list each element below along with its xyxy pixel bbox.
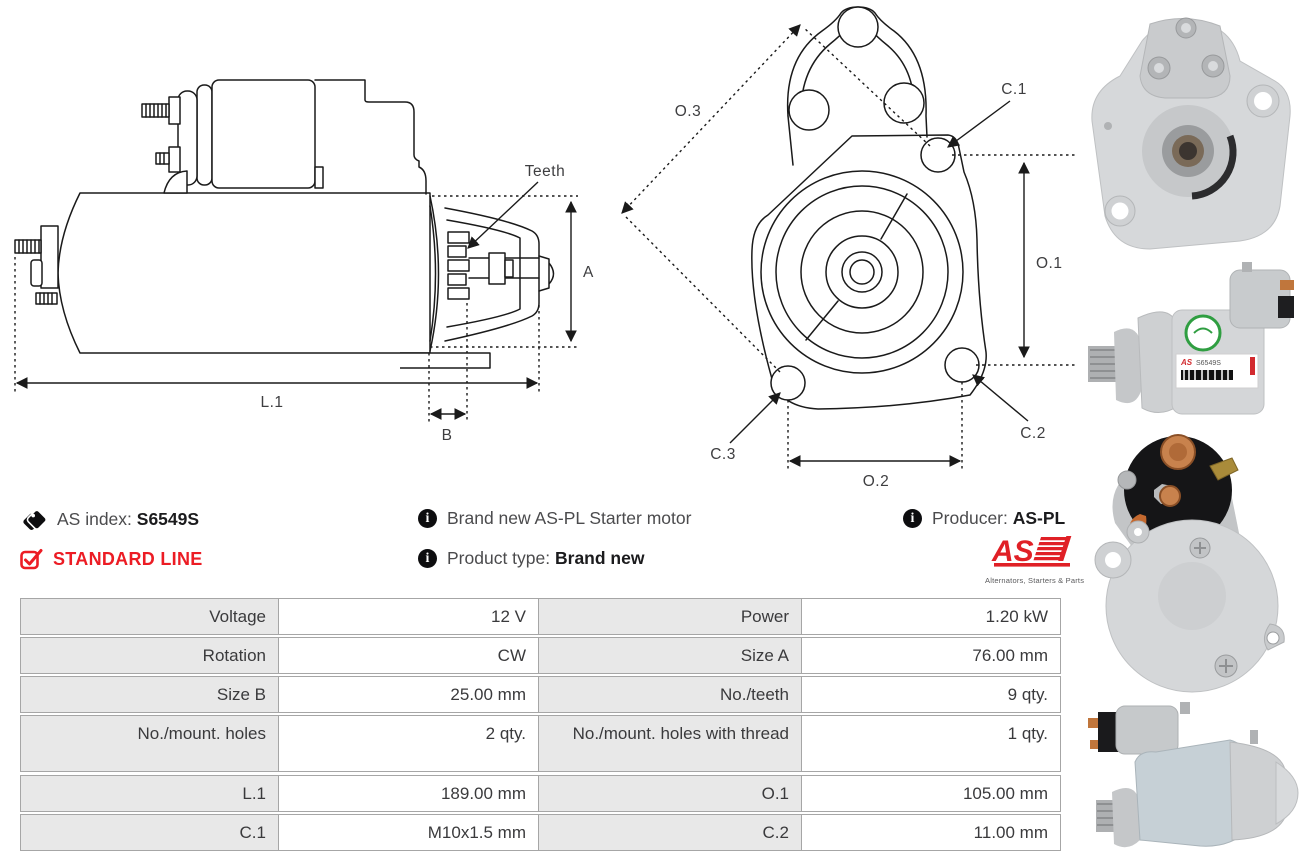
- dimension-o1: O.1: [952, 155, 1076, 365]
- solenoid-outline: [142, 80, 323, 193]
- hole-c1: [921, 138, 955, 172]
- dim-a-label: A: [583, 264, 594, 281]
- drive-housing-top: [315, 80, 426, 194]
- spec-value: CW: [279, 637, 539, 674]
- table-row: L.1 189.00 mm O.1 105.00 mm: [20, 775, 1061, 812]
- table-row: Size B 25.00 mm No./teeth 9 qty.: [20, 676, 1061, 713]
- spec-label: C.2: [539, 814, 802, 851]
- dim-c3-label: C.3: [710, 446, 736, 463]
- dimension-a: A: [430, 196, 594, 347]
- spec-value: 1 qty.: [802, 715, 1061, 772]
- dim-b-label: B: [442, 427, 453, 444]
- side-view-technical-drawing: Teeth A L.1 B: [0, 60, 594, 444]
- dim-o3-label: O.3: [675, 103, 701, 120]
- dimension-o3: O.3: [621, 24, 930, 372]
- spec-label: L.1: [20, 775, 279, 812]
- table-row: C.1 M10x1.5 mm C.2 11.00 mm: [20, 814, 1061, 851]
- as-pl-logo-graphic: AS: [991, 535, 1071, 568]
- spec-label: O.1: [539, 775, 802, 812]
- svg-text:S6549S: S6549S: [1196, 360, 1221, 367]
- dimension-c2: C.2: [972, 374, 1046, 442]
- tags-icon: [23, 509, 47, 530]
- photo-front-illustration: [1091, 17, 1291, 250]
- spec-label: Voltage: [20, 598, 279, 635]
- spec-label: No./mount. holes: [20, 715, 279, 772]
- rear-terminal-stud: [15, 226, 58, 304]
- spec-value: 9 qty.: [802, 676, 1061, 713]
- gear-housing-dome: [788, 7, 927, 165]
- teeth-label: Teeth: [525, 163, 565, 180]
- spec-value: 76.00 mm: [802, 637, 1061, 674]
- photo-side-illustration: AS S6549S: [1088, 262, 1294, 415]
- motor-body-outline: [58, 193, 430, 353]
- dimension-b: B: [429, 303, 467, 444]
- svg-text:AS: AS: [1180, 358, 1193, 367]
- drive-end-bell: [400, 196, 554, 368]
- product-type-row: i Product type: Brand new: [418, 548, 644, 569]
- spec-value: 11.00 mm: [802, 814, 1061, 851]
- as-pl-logo: AS Alternators, Starters & Parts: [985, 534, 1085, 585]
- table-row: Rotation CW Size A 76.00 mm: [20, 637, 1061, 674]
- standard-line-row: STANDARD LINE: [20, 548, 203, 570]
- teeth-annotation: Teeth: [467, 163, 565, 249]
- producer-row: i Producer: AS-PL: [903, 508, 1065, 529]
- product-photo-rear-solenoid[interactable]: [1080, 428, 1299, 698]
- spec-label: Size B: [20, 676, 279, 713]
- spec-table: Voltage 12 V Power 1.20 kW Rotation CW S…: [20, 598, 1061, 853]
- dimension-c3: C.3: [710, 392, 781, 463]
- dim-c1-label: C.1: [1001, 81, 1027, 98]
- description-row: i Brand new AS-PL Starter motor: [418, 508, 691, 529]
- as-pl-logo-tagline: Alternators, Starters & Parts: [985, 576, 1085, 585]
- as-index-text: AS index: S6549S: [57, 509, 199, 530]
- spec-value: 25.00 mm: [279, 676, 539, 713]
- spec-label: No./mount. holes with thread: [539, 715, 802, 772]
- producer-value: AS-PL: [1012, 508, 1066, 528]
- product-type-text: Product type: Brand new: [447, 548, 644, 569]
- producer-label: Producer:: [932, 508, 1008, 528]
- spec-label: Size A: [539, 637, 802, 674]
- svg-text:AS: AS: [991, 535, 1034, 568]
- photo-side2-illustration: [1088, 702, 1299, 848]
- description-text: Brand new AS-PL Starter motor: [447, 508, 692, 528]
- photo-rear-illustration: [1094, 434, 1285, 693]
- spec-value: 105.00 mm: [802, 775, 1061, 812]
- hole-c3: [771, 366, 805, 400]
- spec-value: 12 V: [279, 598, 539, 635]
- hole-c2: [945, 348, 979, 382]
- spec-value: 1.20 kW: [802, 598, 1061, 635]
- as-index-label: AS index:: [57, 509, 132, 529]
- producer-text: Producer: AS-PL: [932, 508, 1065, 529]
- table-row: Voltage 12 V Power 1.20 kW: [20, 598, 1061, 635]
- dimension-c1: C.1: [947, 81, 1027, 148]
- spec-value: 2 qty.: [279, 715, 539, 772]
- info-icon: i: [418, 509, 437, 528]
- spec-label: Rotation: [20, 637, 279, 674]
- info-icon: i: [903, 509, 922, 528]
- table-row: No./mount. holes 2 qty. No./mount. holes…: [20, 715, 1061, 772]
- as-index-row: AS index: S6549S: [20, 508, 199, 531]
- front-view-technical-drawing: O.3 C.1 O.1 C.2 C.3 O.2: [621, 0, 1080, 490]
- info-icon: i: [418, 549, 437, 568]
- dim-o2-label: O.2: [863, 473, 889, 490]
- spec-label: C.1: [20, 814, 279, 851]
- spec-value: M10x1.5 mm: [279, 814, 539, 851]
- dim-o1-label: O.1: [1036, 255, 1062, 272]
- product-photo-side-label[interactable]: AS S6549S: [1080, 258, 1299, 428]
- product-type-label: Product type:: [447, 548, 551, 568]
- product-type-value: Brand new: [555, 548, 645, 568]
- product-photo-front-flange[interactable]: [1080, 6, 1299, 256]
- spec-label: No./teeth: [539, 676, 802, 713]
- dimension-l1: L.1: [15, 257, 539, 411]
- mounting-flange-outline: [752, 135, 986, 409]
- standard-line-label: STANDARD LINE: [53, 548, 203, 569]
- spec-value: 189.00 mm: [279, 775, 539, 812]
- spec-label: Power: [539, 598, 802, 635]
- product-photo-side-2[interactable]: [1080, 700, 1299, 860]
- dim-c2-label: C.2: [1020, 425, 1046, 442]
- dim-l1-label: L.1: [260, 394, 283, 411]
- as-index-value: S6549S: [136, 509, 200, 529]
- dimension-o2: O.2: [788, 382, 962, 490]
- checkbox-check-icon: [20, 549, 43, 570]
